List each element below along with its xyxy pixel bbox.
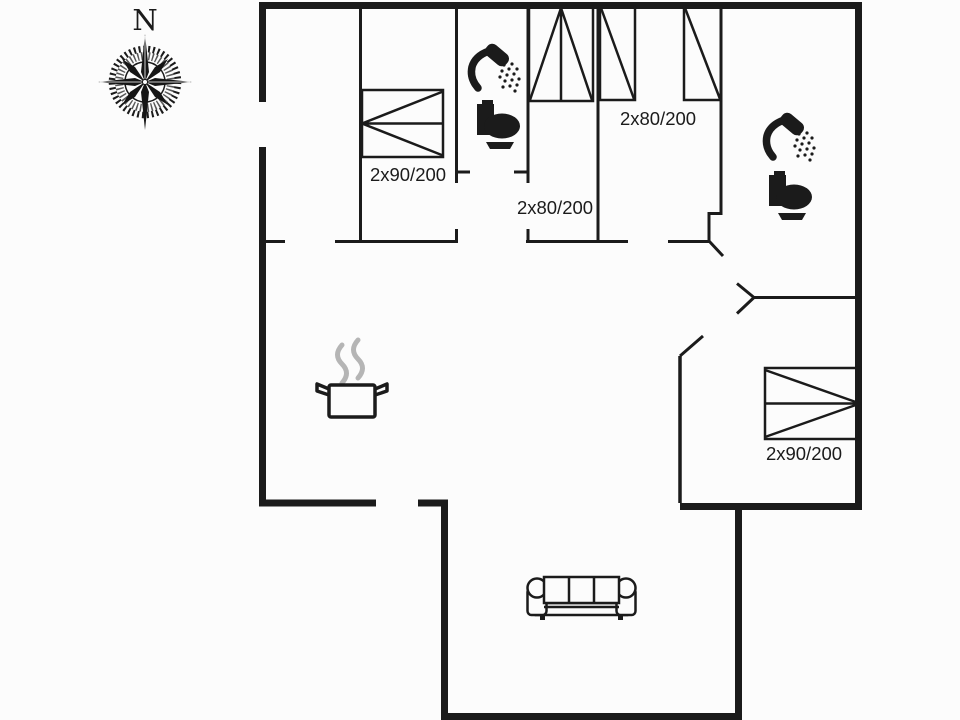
compass-rose: N — [98, 3, 192, 130]
bed-labels: 2x90/200 2x80/200 2x80/200 2x90/200 — [370, 108, 842, 464]
toilet-icon-bathroom1 — [477, 100, 520, 149]
cooking-pot-icon — [315, 337, 389, 419]
bed-label-left: 2x90/200 — [370, 164, 446, 185]
bed-label-middle: 2x80/200 — [517, 197, 593, 218]
steam-icon — [335, 337, 365, 386]
single-bed-top-1 — [598, 5, 637, 102]
double-bed-right — [763, 366, 862, 441]
double-bed-left — [360, 88, 445, 159]
outer-walls — [259, 2, 862, 720]
door-swing-bedroom-right — [679, 334, 704, 358]
toilet-icon-bathroom2 — [769, 171, 812, 220]
door-jamb-marks — [735, 282, 756, 315]
outer-wall-living-room — [418, 499, 742, 720]
shower-icon-bathroom2 — [766, 110, 815, 161]
outer-wall-left-lower — [259, 147, 376, 507]
beds — [360, 5, 862, 441]
compass-north-label: N — [132, 3, 157, 37]
compass-star — [98, 34, 192, 130]
shower-icon-bathroom1 — [471, 41, 520, 92]
bed-label-top: 2x80/200 — [620, 108, 696, 129]
interior-walls — [262, 7, 857, 503]
wall-bathroom2-left — [707, 7, 723, 241]
outer-wall-top-right — [259, 2, 862, 510]
door-swing-bathroom2 — [707, 239, 725, 258]
double-bed-middle-top — [527, 5, 595, 103]
sofa-icon — [526, 575, 637, 620]
single-bed-top-2 — [682, 5, 723, 102]
bed-label-right: 2x90/200 — [766, 443, 842, 464]
wall-bedroom2-right — [455, 7, 470, 242]
